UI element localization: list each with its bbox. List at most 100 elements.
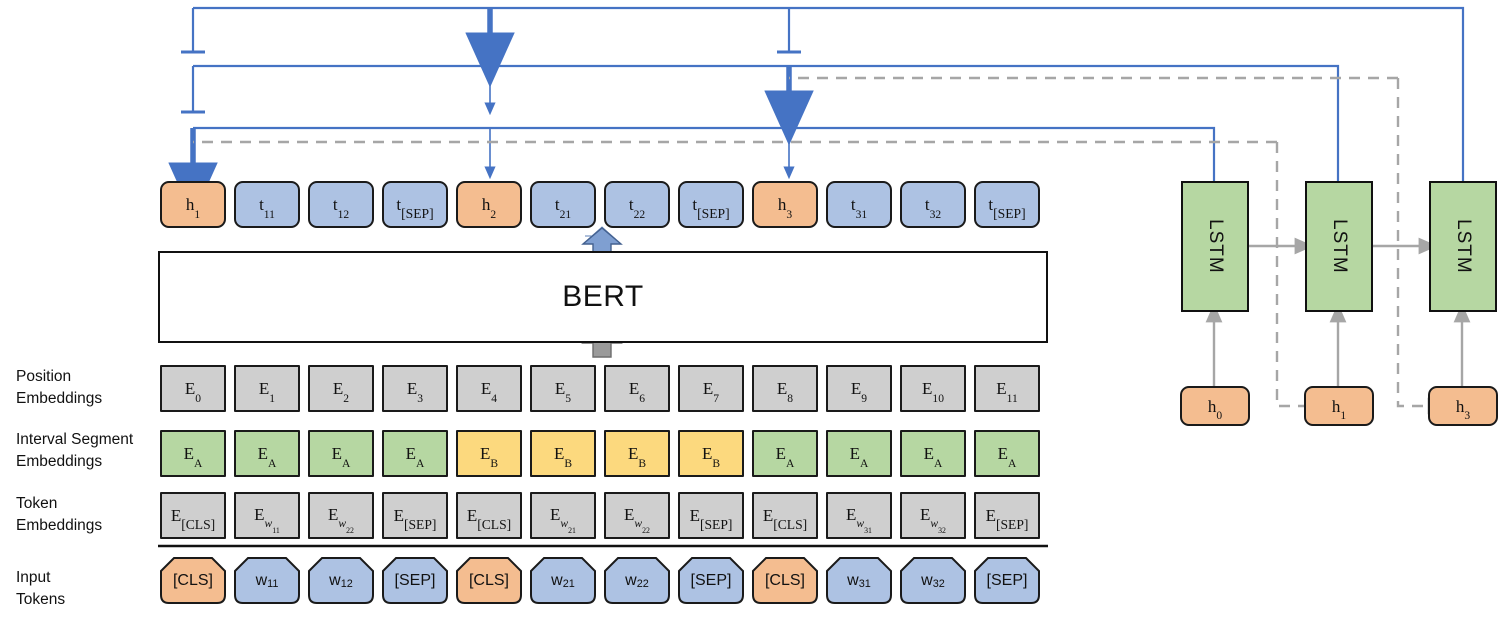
lstm-cell-2[interactable]: LSTM xyxy=(1305,181,1373,312)
position-embedding-6[interactable]: E6 xyxy=(604,365,670,412)
sentence-vector-h1[interactable]: h1 xyxy=(160,181,226,228)
position-embedding-9[interactable]: E9 xyxy=(826,365,892,412)
token-vector-t11[interactable]: t11 xyxy=(234,181,300,228)
box-label: Ew31 xyxy=(846,504,872,535)
position-embedding-0[interactable]: E0 xyxy=(160,365,226,412)
position-embedding-3[interactable]: E3 xyxy=(382,365,448,412)
token-embedding-CLS[interactable]: E[CLS] xyxy=(160,492,226,539)
position-embedding-4[interactable]: E4 xyxy=(456,365,522,412)
row-label-line2: Embeddings xyxy=(16,517,103,535)
token-vector-tSEP[interactable]: t[SEP] xyxy=(678,181,744,228)
token-embedding-SEP[interactable]: E[SEP] xyxy=(382,492,448,539)
box-label: h3 xyxy=(777,195,793,221)
interval-segment-embedding-B-7[interactable]: EB xyxy=(678,430,744,477)
token-vector-t22[interactable]: t22 xyxy=(604,181,670,228)
position-embedding-10[interactable]: E10 xyxy=(900,365,966,412)
token-embedding-CLS[interactable]: E[CLS] xyxy=(456,492,522,539)
box-label: E11 xyxy=(996,379,1018,405)
token-vector-t12[interactable]: t12 xyxy=(308,181,374,228)
interval-segment-embedding-A-0[interactable]: EA xyxy=(160,430,226,477)
token-vector-t31[interactable]: t31 xyxy=(826,181,892,228)
input-token-CLS[interactable]: [CLS] xyxy=(456,557,522,604)
token-shape xyxy=(678,557,744,604)
row-label-line1: Token xyxy=(16,495,58,512)
position-embedding-1[interactable]: E1 xyxy=(234,365,300,412)
box-label: E3 xyxy=(406,379,424,405)
sentence-vector-h2[interactable]: h2 xyxy=(456,181,522,228)
interval-segment-embedding-A-1[interactable]: EA xyxy=(234,430,300,477)
box-label: Ew11 xyxy=(254,504,280,535)
token-embedding-w22[interactable]: Ew22 xyxy=(308,492,374,539)
token-embedding-w31[interactable]: Ew31 xyxy=(826,492,892,539)
lstm-input-h3[interactable]: h3 xyxy=(1428,386,1498,426)
interval-segment-embedding-B-6[interactable]: EB xyxy=(604,430,670,477)
position-embedding-5[interactable]: E5 xyxy=(530,365,596,412)
position-embedding-8[interactable]: E8 xyxy=(752,365,818,412)
token-shape xyxy=(900,557,966,604)
token-embedding-SEP[interactable]: E[SEP] xyxy=(678,492,744,539)
position-embedding-11[interactable]: E11 xyxy=(974,365,1040,412)
lstm-input-h0[interactable]: h0 xyxy=(1180,386,1250,426)
token-vector-tSEP[interactable]: t[SEP] xyxy=(974,181,1040,228)
lstm-cell-3[interactable]: LSTM xyxy=(1429,181,1497,312)
position-embedding-2[interactable]: E2 xyxy=(308,365,374,412)
bert-block[interactable]: BERT xyxy=(158,251,1048,343)
lstm-cell-1[interactable]: LSTM xyxy=(1181,181,1249,312)
box-label: EA xyxy=(405,444,425,470)
input-token-CLS[interactable]: [CLS] xyxy=(752,557,818,604)
position-embedding-7[interactable]: E7 xyxy=(678,365,744,412)
box-label: E1 xyxy=(258,379,276,405)
token-shape xyxy=(752,557,818,604)
box-label: t32 xyxy=(924,195,942,221)
token-embedding-w32[interactable]: Ew32 xyxy=(900,492,966,539)
input-token-SEP[interactable]: [SEP] xyxy=(974,557,1040,604)
token-embedding-w22[interactable]: Ew22 xyxy=(604,492,670,539)
interval-segment-embedding-B-5[interactable]: EB xyxy=(530,430,596,477)
box-label: E6 xyxy=(628,379,646,405)
input-token-CLS[interactable]: [CLS] xyxy=(160,557,226,604)
lstm-cell-1-label: LSTM xyxy=(1205,219,1226,274)
token-shape xyxy=(530,557,596,604)
token-embedding-w21[interactable]: Ew21 xyxy=(530,492,596,539)
token-embedding-CLS[interactable]: E[CLS] xyxy=(752,492,818,539)
interval-segment-embedding-A-9[interactable]: EA xyxy=(826,430,892,477)
token-vector-t21[interactable]: t21 xyxy=(530,181,596,228)
lstm-input-h1[interactable]: h1 xyxy=(1304,386,1374,426)
interval-segment-embedding-A-8[interactable]: EA xyxy=(752,430,818,477)
token-shape xyxy=(456,557,522,604)
box-label: E0 xyxy=(184,379,202,405)
bert-output-block-arrow xyxy=(581,227,623,253)
row-label-line1: Interval Segment xyxy=(16,431,134,448)
box-label: [SEP] xyxy=(394,571,436,589)
box-label: [SEP] xyxy=(986,571,1028,589)
token-vector-t32[interactable]: t32 xyxy=(900,181,966,228)
input-token-SEP[interactable]: [SEP] xyxy=(382,557,448,604)
box-label: E4 xyxy=(480,379,498,405)
input-token-SEP[interactable]: [SEP] xyxy=(678,557,744,604)
token-embedding-w11[interactable]: Ew11 xyxy=(234,492,300,539)
interval-segment-embedding-A-11[interactable]: EA xyxy=(974,430,1040,477)
token-embedding-SEP[interactable]: E[SEP] xyxy=(974,492,1040,539)
interval-segment-embedding-B-4[interactable]: EB xyxy=(456,430,522,477)
box-label: t11 xyxy=(259,195,275,221)
row-label-position-embeddings: Position Embeddings xyxy=(16,366,102,411)
interval-segment-embedding-A-2[interactable]: EA xyxy=(308,430,374,477)
lstm-cell-2-label: LSTM xyxy=(1329,219,1350,274)
sentence-vector-h3[interactable]: h3 xyxy=(752,181,818,228)
box-label: [CLS] xyxy=(764,571,805,589)
box-label: t21 xyxy=(554,195,572,221)
interval-segment-embedding-A-3[interactable]: EA xyxy=(382,430,448,477)
lstm-input-h0-label: h0 xyxy=(1207,396,1223,423)
token-vector-tSEP[interactable]: t[SEP] xyxy=(382,181,448,228)
interval-segment-embedding-A-10[interactable]: EA xyxy=(900,430,966,477)
row-label-token-embeddings: Token Embeddings xyxy=(16,493,102,538)
box-label: t22 xyxy=(628,195,646,221)
